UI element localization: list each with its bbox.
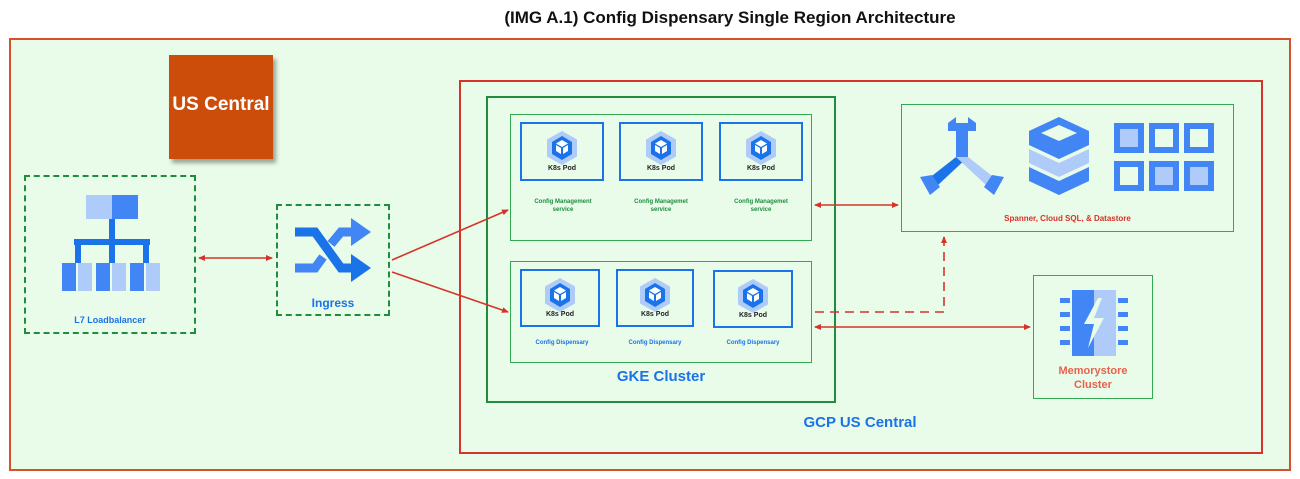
service-label: Config Dispensary [726,340,780,346]
pod-label: K8s Pod [646,165,675,172]
k8s-pod-top-3: K8s Pod [719,122,803,181]
memorystore-node [1033,275,1153,399]
load-balancer-node [24,175,196,334]
dispensary-datastore-dashed-arrow [815,236,947,313]
load-balancer-label: L7 Loadbalancer [74,315,146,325]
ingress-to-management-arrow [391,209,509,261]
k8s-icon [545,278,575,312]
k8s-pod-top-1: K8s Pod [520,122,604,181]
ingress-label: Ingress [311,296,355,310]
gke-cluster-label: GKE Cluster [616,368,706,385]
cloud-sql-icon [1029,117,1089,195]
pod-label: K8s Pod [545,311,574,318]
spanner-icon [920,117,1004,195]
k8s-icon [746,131,776,165]
pod-label: K8s Pod [738,312,767,319]
pod-label: K8s Pod [746,165,775,172]
k8s-pod-bottom-2: K8s Pod [616,269,694,327]
ingress-node [276,204,390,316]
service-label: Config Managemet service [734,199,788,213]
k8s-pod-top-2: K8s Pod [619,122,703,181]
k8s-icon [646,131,676,165]
service-label: Config Management service [534,199,592,213]
ingress-shuffle-icon [295,218,371,282]
k8s-icon [547,131,577,165]
datastore-label: Spanner, Cloud SQL, & Datastore [1004,214,1131,223]
ingress-to-dispensary-arrow [391,271,509,313]
memorystore-label: Memorystore Cluster [1033,364,1153,392]
service-label: Config Dispensary [628,340,682,346]
service-label: Config Managemet service [634,199,688,213]
service-label: Config Dispensary [535,340,589,346]
gcp-region-label: GCP US Central [803,414,917,431]
load-balancer-icon [62,195,160,291]
datastore-icon [1114,123,1214,191]
k8s-icon [640,278,670,312]
pod-label: K8s Pod [547,165,576,172]
memorystore-label-line2: Cluster [1074,379,1112,391]
k8s-icon [738,279,768,313]
region-tag: US Central [169,55,273,159]
datastore-node [901,104,1234,232]
memorystore-label-line1: Memorystore [1058,365,1128,377]
memorystore-icon [1060,290,1128,356]
pod-label: K8s Pod [640,311,669,318]
k8s-pod-bottom-1: K8s Pod [520,269,600,327]
diagram-title: (IMG A.1) Config Dispensary Single Regio… [504,8,956,27]
k8s-pod-bottom-3: K8s Pod [713,270,793,328]
